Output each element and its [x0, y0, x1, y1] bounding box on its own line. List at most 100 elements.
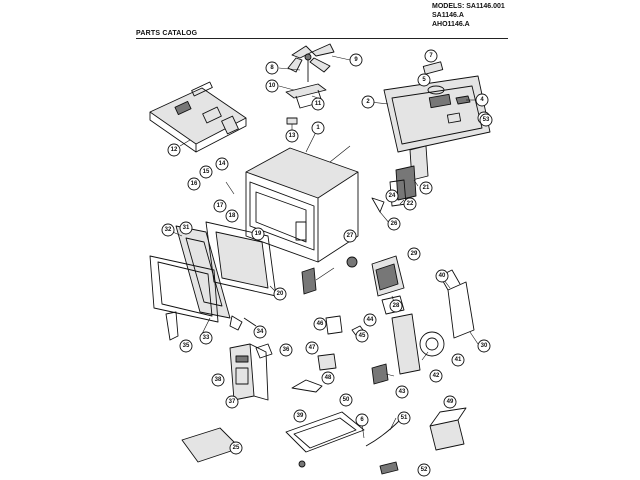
- rear-panel: [383, 75, 491, 153]
- svg-text:41: 41: [455, 357, 462, 363]
- callout-46: 46: [313, 317, 327, 331]
- callout-17: 17: [213, 199, 227, 213]
- hv-transformer: [371, 255, 405, 315]
- bottom-parts: [181, 407, 467, 475]
- stirrer-fan: [287, 43, 335, 73]
- svg-text:45: 45: [359, 333, 366, 339]
- callout-29: 29: [407, 247, 421, 261]
- control-board: [149, 81, 247, 153]
- callout-44: 44: [363, 313, 377, 327]
- svg-text:18: 18: [229, 213, 236, 219]
- callout-33: 33: [199, 331, 213, 345]
- svg-text:27: 27: [347, 233, 354, 239]
- callout-22: 22: [403, 197, 417, 211]
- svg-text:17: 17: [217, 203, 224, 209]
- callout-32: 32: [161, 223, 175, 237]
- svg-text:44: 44: [367, 317, 374, 323]
- svg-text:28: 28: [393, 303, 400, 309]
- svg-text:29: 29: [411, 251, 418, 257]
- callout-25: 25: [229, 441, 243, 455]
- svg-text:2: 2: [366, 99, 370, 105]
- callout-15: 15: [199, 165, 213, 179]
- svg-text:36: 36: [283, 347, 290, 353]
- callout-53: 53: [479, 113, 493, 127]
- callout-43: 43: [395, 385, 409, 399]
- door-latch: [165, 311, 257, 341]
- svg-text:7: 7: [429, 53, 433, 59]
- callout-5: 5: [417, 73, 431, 87]
- svg-text:30: 30: [481, 343, 488, 349]
- small-parts: [291, 256, 389, 393]
- svg-text:16: 16: [191, 181, 198, 187]
- svg-text:13: 13: [289, 133, 296, 139]
- svg-text:32: 32: [165, 227, 172, 233]
- callout-24: 24: [385, 189, 399, 203]
- svg-text:19: 19: [255, 231, 262, 237]
- svg-text:52: 52: [421, 467, 428, 473]
- svg-text:6: 6: [360, 417, 364, 423]
- svg-text:43: 43: [399, 389, 406, 395]
- callout-19: 19: [251, 227, 265, 241]
- models-block: MODELS: SA1146.001 SA1146.A AHO1146.A: [432, 2, 505, 29]
- callout-38: 38: [211, 373, 225, 387]
- parts-catalog-label: PARTS CATALOG: [136, 30, 198, 37]
- door-assembly: [149, 221, 277, 323]
- svg-text:14: 14: [219, 161, 226, 167]
- svg-text:40: 40: [439, 273, 446, 279]
- callout-34: 34: [253, 325, 267, 339]
- callout-12: 12: [167, 143, 181, 157]
- svg-text:9: 9: [354, 57, 358, 63]
- svg-text:49: 49: [447, 399, 454, 405]
- svg-text:10: 10: [269, 83, 276, 89]
- svg-text:11: 11: [315, 101, 322, 107]
- svg-text:39: 39: [297, 413, 304, 419]
- fan-motor: [391, 269, 475, 375]
- switch-assembly: [371, 145, 429, 213]
- svg-text:5: 5: [422, 77, 426, 83]
- svg-text:34: 34: [257, 329, 264, 335]
- callout-52: 52: [417, 463, 431, 477]
- callout-28: 28: [389, 299, 403, 313]
- svg-text:35: 35: [183, 343, 190, 349]
- svg-text:38: 38: [215, 377, 222, 383]
- svg-text:50: 50: [343, 397, 350, 403]
- callout-42: 42: [429, 369, 443, 383]
- callout-14: 14: [215, 157, 229, 171]
- callout-20: 20: [273, 287, 287, 301]
- svg-text:12: 12: [171, 147, 178, 153]
- callout-50: 50: [339, 393, 353, 407]
- callout-2: 2: [361, 95, 375, 109]
- callout-45: 45: [355, 329, 369, 343]
- callout-7: 7: [424, 49, 438, 63]
- svg-text:47: 47: [309, 345, 316, 351]
- callout-6: 6: [355, 413, 369, 427]
- callout-26: 26: [387, 217, 401, 231]
- callout-18: 18: [225, 209, 239, 223]
- svg-text:4: 4: [480, 97, 484, 103]
- svg-text:33: 33: [203, 335, 210, 341]
- svg-text:37: 37: [229, 399, 236, 405]
- callout-51: 51: [397, 411, 411, 425]
- callout-39: 39: [293, 409, 307, 423]
- callout-30: 30: [477, 339, 491, 353]
- svg-text:20: 20: [277, 291, 284, 297]
- callout-48: 48: [321, 371, 335, 385]
- callout-37: 37: [225, 395, 239, 409]
- svg-text:15: 15: [203, 169, 210, 175]
- callout-4: 4: [475, 93, 489, 107]
- callout-31: 31: [179, 221, 193, 235]
- svg-text:48: 48: [325, 375, 332, 381]
- callout-35: 35: [179, 339, 193, 353]
- callout-10: 10: [265, 79, 279, 93]
- callout-27: 27: [343, 229, 357, 243]
- callout-47: 47: [305, 341, 319, 355]
- svg-text:42: 42: [433, 373, 440, 379]
- callout-9: 9: [349, 53, 363, 67]
- svg-text:46: 46: [317, 321, 324, 327]
- svg-text:26: 26: [391, 221, 398, 227]
- svg-text:25: 25: [233, 445, 240, 451]
- callout-8: 8: [265, 61, 279, 75]
- svg-text:22: 22: [407, 201, 414, 207]
- svg-text:31: 31: [183, 225, 190, 231]
- callout-49: 49: [443, 395, 457, 409]
